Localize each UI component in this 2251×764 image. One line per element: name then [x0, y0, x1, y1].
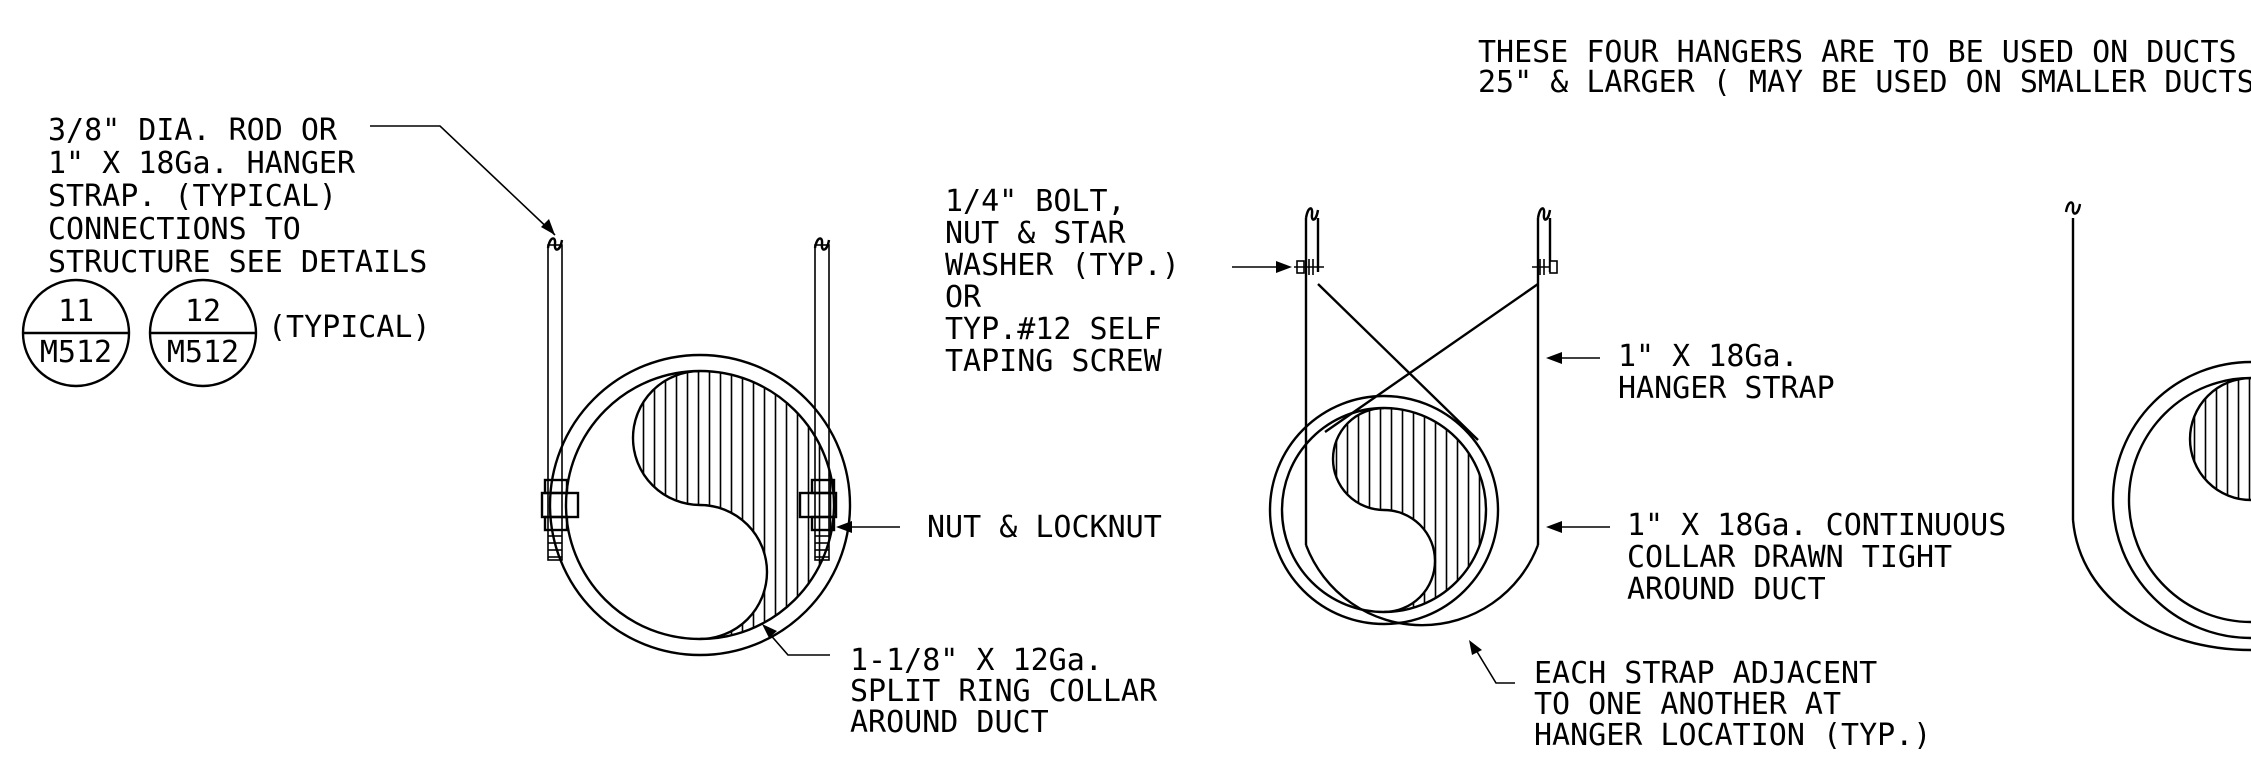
adjacent-leader	[1475, 649, 1515, 684]
left-nut-top	[543, 478, 569, 495]
left-rod-break	[546, 237, 564, 251]
detail-sheet: M512	[40, 335, 112, 370]
continuous-collar-arrowhead	[1546, 521, 1562, 533]
continuous-collar-line-2: COLLAR DRAWN TIGHT	[1627, 540, 1952, 575]
bolt-note-line-3: WASHER (TYP.)	[945, 248, 1180, 283]
hanger-2-crossed-strap: 1/4" BOLT, NUT & STAR WASHER (TYP.) OR T…	[945, 184, 2006, 753]
rod-leader	[370, 125, 556, 236]
rod-note-line-1: 3/8" DIA. ROD OR	[48, 113, 338, 148]
typical-label: (TYPICAL)	[268, 310, 431, 345]
adjacent-note-line-1: EACH STRAP ADJACENT	[1534, 656, 1877, 691]
rod-arrowhead	[541, 219, 555, 235]
right-strap-break	[1536, 207, 1552, 221]
bolt-note-line-5: TYP.#12 SELF	[945, 312, 1162, 347]
bolt-note-line-2: NUT & STAR	[945, 216, 1127, 251]
collar-leader	[767, 631, 830, 656]
detail-number: 11	[58, 294, 94, 329]
hanger-3-duct	[2127, 376, 2251, 624]
cross-strap-b	[1324, 283, 1539, 433]
rod-note-line-4: CONNECTIONS TO	[48, 212, 301, 247]
collar-outer-bottom	[1304, 544, 1540, 627]
right-bolt	[1532, 259, 1558, 275]
left-bolt	[1294, 259, 1324, 275]
hanger-1-split-ring: 3/8" DIA. ROD OR 1" X 18Ga. HANGER STRAP…	[21, 113, 1162, 740]
hanger-3-collar-outer	[2071, 519, 2251, 652]
general-note-line-1: THESE FOUR HANGERS ARE TO BE USED ON DUC…	[1478, 35, 2237, 70]
bolt-note-line-1: 1/4" BOLT,	[945, 184, 1126, 219]
nut-locknut-label: NUT & LOCKNUT	[927, 510, 1162, 545]
collar-arrowhead	[762, 624, 777, 638]
adjacent-note-line-2: TO ONE ANOTHER AT	[1534, 687, 1841, 722]
detail-bubble-11: 11 M512	[21, 278, 131, 388]
general-note: THESE FOUR HANGERS ARE TO BE USED ON DUC…	[1478, 35, 2251, 100]
hanger-3-partial	[2064, 201, 2251, 652]
collar-note-line-1: 1-1/8" X 12Ga.	[850, 643, 1103, 678]
bolt-arrowhead	[1276, 261, 1292, 273]
detail-sheet: M512	[167, 335, 239, 370]
nut-arrowhead	[836, 521, 852, 533]
bolt-note-line-4: OR	[945, 280, 982, 315]
right-rod-break	[813, 237, 831, 251]
hanger-3-strap-break	[2064, 201, 2082, 215]
cross-strap-a	[1317, 283, 1479, 441]
collar-note-line-3: AROUND DUCT	[850, 705, 1049, 740]
bolt-note-line-6: TAPING SCREW	[945, 344, 1163, 379]
general-note-line-2: 25" & LARGER ( MAY BE USED ON SMALLER DU…	[1478, 65, 2251, 100]
detail-bubble-12: 12 M512	[148, 278, 258, 388]
collar-inner	[1268, 394, 1500, 626]
rod-note-line-3: STRAP. (TYPICAL)	[48, 179, 337, 214]
duct-hatch-2	[1331, 408, 1486, 612]
adjacent-arrowhead	[1469, 640, 1482, 655]
duct-hatch	[631, 371, 834, 639]
adjacent-note-line-3: HANGER LOCATION (TYP.)	[1534, 718, 1931, 753]
detail-number: 12	[185, 294, 221, 329]
left-strap-break	[1304, 207, 1320, 221]
continuous-collar-line-3: AROUND DUCT	[1627, 572, 1826, 607]
collar-note-line-2: SPLIT RING COLLAR	[850, 674, 1158, 709]
continuous-collar-line-1: 1" X 18Ga. CONTINUOUS	[1627, 508, 2006, 543]
strap-note-line-2: HANGER STRAP	[1618, 371, 1835, 406]
rod-note-line-2: 1" X 18Ga. HANGER	[48, 146, 356, 181]
strap-note-line-1: 1" X 18Ga.	[1618, 339, 1799, 374]
split-ring-collar	[548, 353, 852, 657]
left-nut-bottom	[543, 515, 569, 532]
rod-note-line-5: STRUCTURE SEE DETAILS	[48, 245, 427, 280]
hanger-3-duct-hatch	[2188, 378, 2251, 622]
hanger-3-collar-inner	[2111, 360, 2251, 640]
strap-arrowhead	[1546, 352, 1562, 364]
